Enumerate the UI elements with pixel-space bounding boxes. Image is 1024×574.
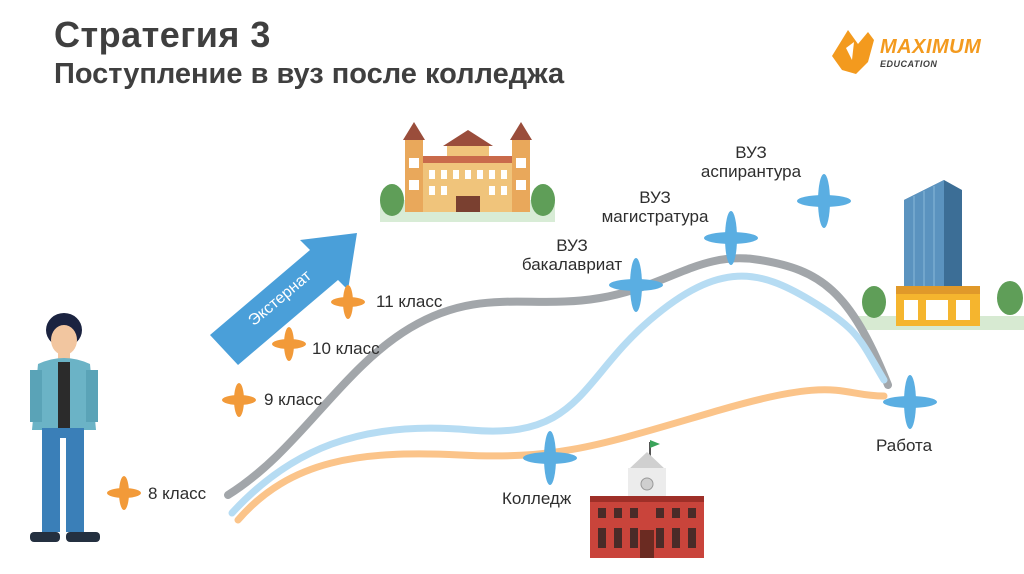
phd-label-line2: аспирантура — [686, 162, 816, 181]
marker-phd-icon — [797, 174, 851, 228]
grade-9-label: 9 класс — [264, 390, 322, 409]
college-building-illustration — [590, 440, 704, 558]
master-label: ВУЗ магистратура — [585, 188, 725, 226]
maximum-logo-icon — [828, 22, 876, 82]
page-subtitle: Поступление в вуз после колледжа — [54, 58, 564, 91]
maximum-education-logo: MAXIMUM EDUCATION — [828, 22, 998, 82]
grade-8-label: 8 класс — [148, 484, 206, 503]
page-title: Стратегия 3 — [54, 14, 271, 56]
phd-label-line1: ВУЗ — [686, 143, 816, 162]
bachelor-label-line2: бакалавриат — [512, 255, 632, 274]
marker-10-grade-icon — [272, 327, 306, 361]
logo-name: MAXIMUM — [880, 36, 981, 59]
work-label: Работа — [876, 436, 932, 455]
marker-8-grade-icon — [107, 476, 141, 510]
bachelor-label-line1: ВУЗ — [512, 236, 632, 255]
marker-college-icon — [523, 431, 577, 485]
grade-11-label: 11 класс — [376, 292, 442, 311]
master-label-line1: ВУЗ — [585, 188, 725, 207]
phd-label: ВУЗ аспирантура — [686, 143, 816, 181]
marker-9-grade-icon — [222, 383, 256, 417]
university-building-illustration — [380, 122, 555, 222]
bachelor-label: ВУЗ бакалавриат — [512, 236, 632, 274]
marker-11-grade-icon — [331, 285, 365, 319]
logo-tagline: EDUCATION — [880, 59, 937, 69]
college-label: Колледж — [502, 489, 571, 508]
student-illustration — [30, 313, 100, 542]
office-building-illustration — [858, 180, 1024, 330]
master-label-line2: магистратура — [585, 207, 725, 226]
grade-10-label: 10 класс — [312, 339, 380, 358]
